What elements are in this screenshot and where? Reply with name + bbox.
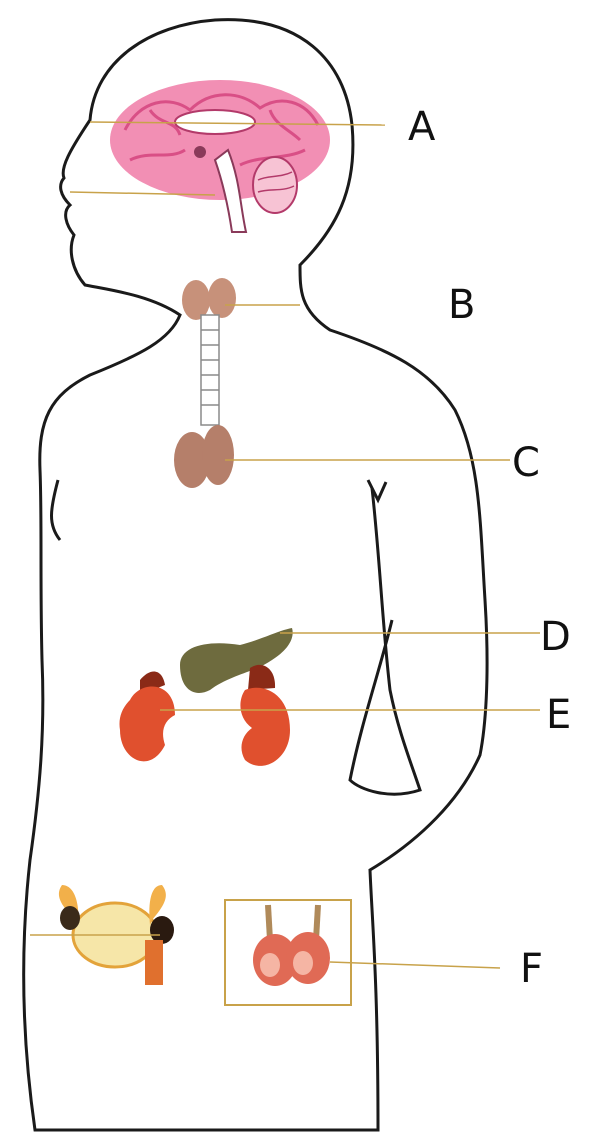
left-testis-highlight	[260, 953, 280, 977]
label-f: F	[520, 946, 543, 992]
thyroid-illustration	[182, 278, 236, 425]
right-adrenal	[248, 665, 275, 690]
brain-illustration	[110, 80, 330, 232]
right-arm-outline	[350, 488, 420, 794]
right-ovary	[150, 916, 174, 944]
leader-lines	[30, 122, 540, 968]
cerebellum	[253, 157, 297, 213]
thyroid-left-lobe	[182, 280, 210, 320]
right-arm-notch	[368, 480, 386, 500]
vagina	[145, 940, 163, 985]
thyroid-right-lobe	[208, 278, 236, 318]
trachea	[201, 315, 219, 425]
right-kidney-adrenal	[240, 665, 290, 766]
pancreas	[180, 628, 293, 693]
label-e: E	[546, 692, 571, 738]
label-b: B	[448, 282, 475, 328]
left-ovary	[60, 906, 80, 930]
left-vas	[268, 905, 270, 940]
label-c: C	[512, 440, 540, 486]
pituitary-gland	[194, 146, 206, 158]
left-arm-line	[52, 480, 61, 540]
left-kidney-adrenal	[119, 672, 175, 762]
label-a: A	[408, 104, 436, 150]
thymus-right-lobe	[202, 425, 234, 485]
left-kidney	[119, 686, 175, 761]
leader-line-f	[330, 962, 500, 968]
label-d: D	[540, 614, 571, 660]
corpus-callosum	[175, 110, 255, 134]
right-testis-highlight	[293, 951, 313, 975]
thymus-illustration	[174, 425, 234, 488]
testes-illustration	[253, 905, 330, 986]
right-kidney	[240, 688, 290, 766]
